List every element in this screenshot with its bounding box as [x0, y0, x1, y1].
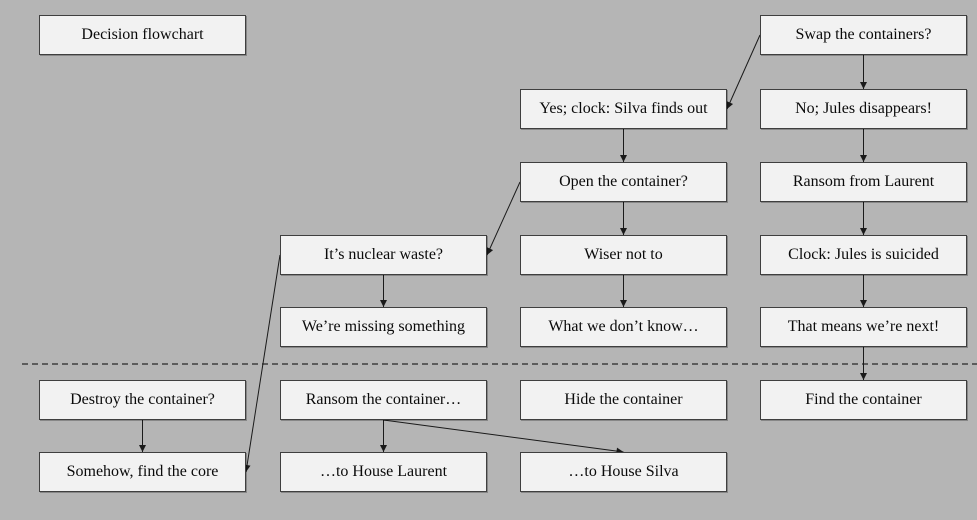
flow-node-no-jules[interactable]: No; Jules disappears!	[760, 89, 967, 129]
flow-node-clock-jules[interactable]: Clock: Jules is suicided	[760, 235, 967, 275]
flow-node-missing[interactable]: We’re missing something	[280, 307, 487, 347]
flow-node-hide[interactable]: Hide the container	[520, 380, 727, 420]
flow-edge-nuclear-to-somehow	[243, 254, 281, 473]
flow-node-ransom-container[interactable]: Ransom the container…	[280, 380, 487, 420]
flow-node-swap[interactable]: Swap the containers?	[760, 15, 967, 55]
flow-node-find[interactable]: Find the container	[760, 380, 967, 420]
flow-node-next[interactable]: That means we’re next!	[760, 307, 967, 347]
flow-node-ransom-laurent[interactable]: Ransom from Laurent	[760, 162, 967, 202]
flow-edge-ransom_container-to-to_silva	[383, 419, 624, 455]
flow-node-dont-know[interactable]: What we don’t know…	[520, 307, 727, 347]
flow-edge-open-to-nuclear	[486, 181, 521, 256]
flow-node-nuclear[interactable]: It’s nuclear waste?	[280, 235, 487, 275]
flow-node-to-laurent[interactable]: …to House Laurent	[280, 452, 487, 492]
flow-node-yes-clock[interactable]: Yes; clock: Silva finds out	[520, 89, 727, 129]
flow-node-wiser[interactable]: Wiser not to	[520, 235, 727, 275]
flow-node-decision-flowchart[interactable]: Decision flowchart	[39, 15, 246, 55]
flow-node-to-silva[interactable]: …to House Silva	[520, 452, 727, 492]
flow-node-open[interactable]: Open the container?	[520, 162, 727, 202]
flow-edge-swap-to-yes_clock	[726, 34, 761, 110]
flow-node-somehow[interactable]: Somehow, find the core	[39, 452, 246, 492]
flow-node-destroy[interactable]: Destroy the container?	[39, 380, 246, 420]
